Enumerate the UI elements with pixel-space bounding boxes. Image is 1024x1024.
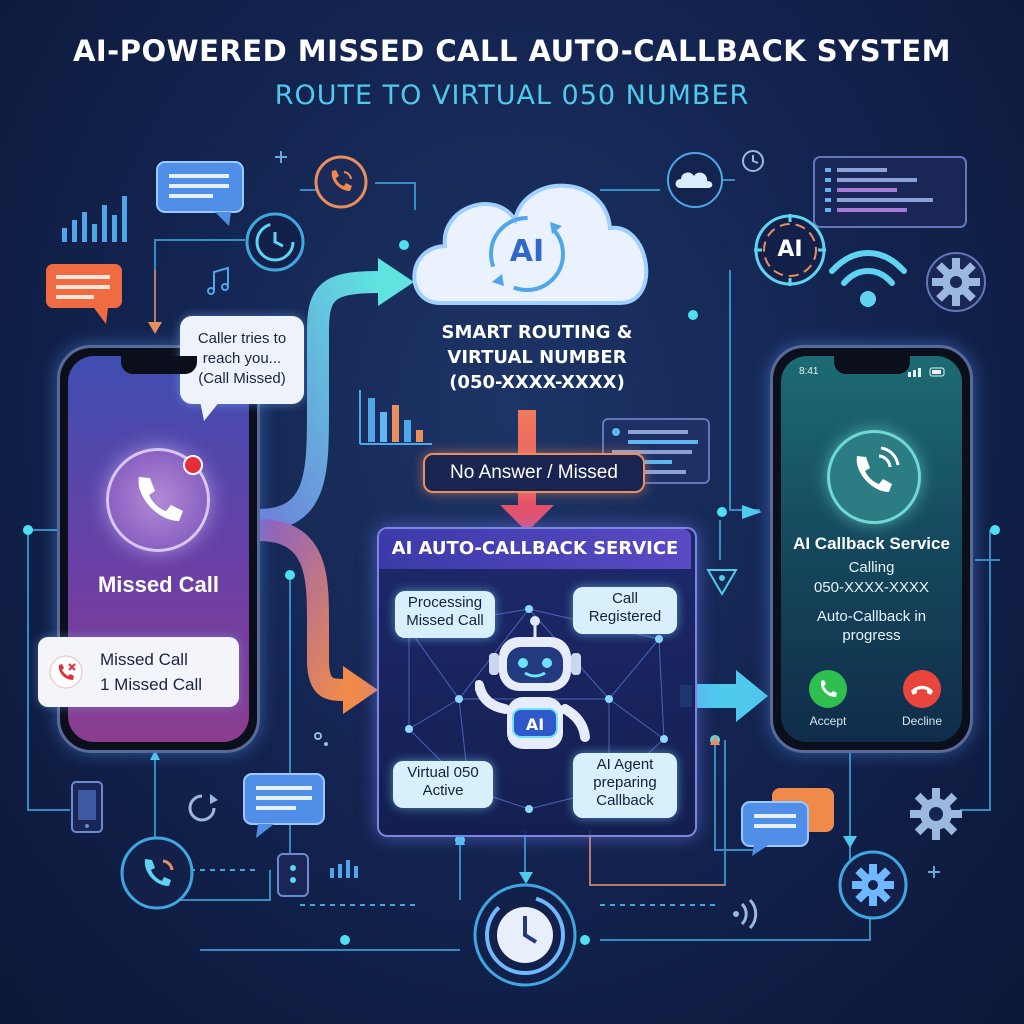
phone-ringing-icon (856, 446, 900, 492)
smart-routing-cloud: AI (400, 168, 660, 318)
progress-line: Auto-Callback in (816, 608, 927, 625)
accept-phone-icon (820, 680, 837, 697)
chat-bubbles-icon (741, 788, 834, 856)
chat-bubble-icon (243, 773, 325, 838)
gear-icon (910, 788, 962, 840)
bubble-tail (200, 401, 220, 421)
ai-badge-label: AI (777, 237, 803, 262)
step-virtual-active: Virtual 050 Active (393, 761, 493, 808)
device-icon (277, 853, 309, 897)
page-title: AI-POWERED MISSED CALL AUTO-CALLBACK SYS… (72, 34, 952, 68)
bubble-line: Caller tries to (197, 330, 287, 347)
cloud-label-line: (050-XXXX-XXXX) (449, 372, 625, 393)
cloud-label: SMART ROUTING & VIRTUAL NUMBER (050-XXXX… (398, 320, 676, 395)
cloud-label-line: VIRTUAL NUMBER (447, 347, 627, 368)
callback-progress: Auto-Callback in progress (781, 607, 962, 645)
step-line: AI Agent (596, 756, 654, 773)
bubble-line: reach you... (202, 350, 282, 367)
step-line: Call (612, 590, 638, 607)
settings-gear-icon (838, 850, 908, 920)
calling-label: Calling (848, 559, 895, 576)
phone-notch (833, 356, 910, 374)
code-window-icon (813, 156, 967, 228)
clock-ring-icon (245, 212, 305, 272)
cloud-label-line: SMART ROUTING & (441, 322, 633, 343)
callback-service-name: AI Callback Service (793, 534, 950, 553)
phone-icon (138, 477, 183, 521)
service-header: AI AUTO-CALLBACK SERVICE (379, 529, 691, 569)
phone-wave-icon (120, 836, 194, 910)
auto-callback-service-panel: AI AUTO-CALLBACK SERVICE (377, 527, 697, 837)
missed-call-notification[interactable]: Missed Call 1 Missed Call (38, 637, 239, 707)
notification-detail: 1 Missed Call (100, 675, 203, 694)
status-bar-icons (908, 367, 945, 377)
chat-bubble-icon (156, 161, 244, 226)
accept-button[interactable] (809, 670, 847, 708)
cloud-ai-badge: AI (509, 234, 545, 269)
accept-label: Accept (809, 714, 847, 728)
wifi-icon (829, 250, 907, 307)
missed-call-button[interactable] (106, 448, 210, 552)
signal-wave-icon (733, 898, 758, 930)
missed-call-icon (49, 655, 83, 689)
missed-dot-badge (183, 455, 203, 475)
robot-ai-label: AI (525, 715, 545, 734)
notification-title: Missed Call (100, 650, 188, 669)
step-line: Missed Call (406, 612, 484, 629)
small-clock-icon (742, 150, 764, 172)
sparkle-icon (314, 732, 328, 746)
step-line: Active (422, 782, 464, 799)
status-time: 8:41 (799, 366, 819, 377)
refresh-icon (188, 794, 218, 822)
step-line: Virtual 050 (407, 764, 479, 781)
gear-icon (926, 252, 986, 312)
page-subtitle: ROUTE TO VIRTUAL 050 NUMBER (274, 80, 750, 111)
decline-label: Decline (901, 714, 943, 728)
step-agent-preparing: AI Agent preparing Callback (573, 753, 677, 818)
step-processing: Processing Missed Call (395, 591, 495, 638)
timer-clock-icon (473, 883, 577, 987)
incoming-call-icon (314, 155, 368, 209)
caller-speech-bubble: Caller tries to reach you... (Call Misse… (180, 316, 304, 404)
step-registered: Call Registered (573, 587, 677, 634)
step-line: Callback (596, 792, 654, 809)
active-call-indicator (827, 430, 921, 524)
callback-number: 050-XXXX-XXXX (813, 579, 930, 596)
no-answer-status: No Answer / Missed (423, 453, 645, 493)
ai-badge: AI (752, 212, 828, 288)
missed-call-label: Missed Call (97, 572, 220, 597)
step-line: Processing (407, 594, 483, 611)
message-bubble-icon (46, 264, 122, 324)
step-line: Registered (588, 608, 662, 625)
bubble-line: (Call Missed) (198, 370, 286, 387)
step-line: preparing (593, 774, 657, 791)
decline-phone-icon (911, 685, 933, 695)
robot-agent-icon (475, 616, 590, 749)
phone-notch (120, 356, 197, 374)
decline-button[interactable] (903, 670, 941, 708)
callback-phone-screen: 8:41 AI Callback Service Calling 050-XXX… (781, 356, 962, 742)
progress-line: progress (842, 627, 901, 644)
callback-phone: 8:41 AI Callback Service Calling 050-XXX… (770, 345, 973, 753)
mobile-device-icon (71, 781, 103, 833)
cloud-icon (667, 152, 723, 208)
shield-icon (706, 569, 738, 596)
